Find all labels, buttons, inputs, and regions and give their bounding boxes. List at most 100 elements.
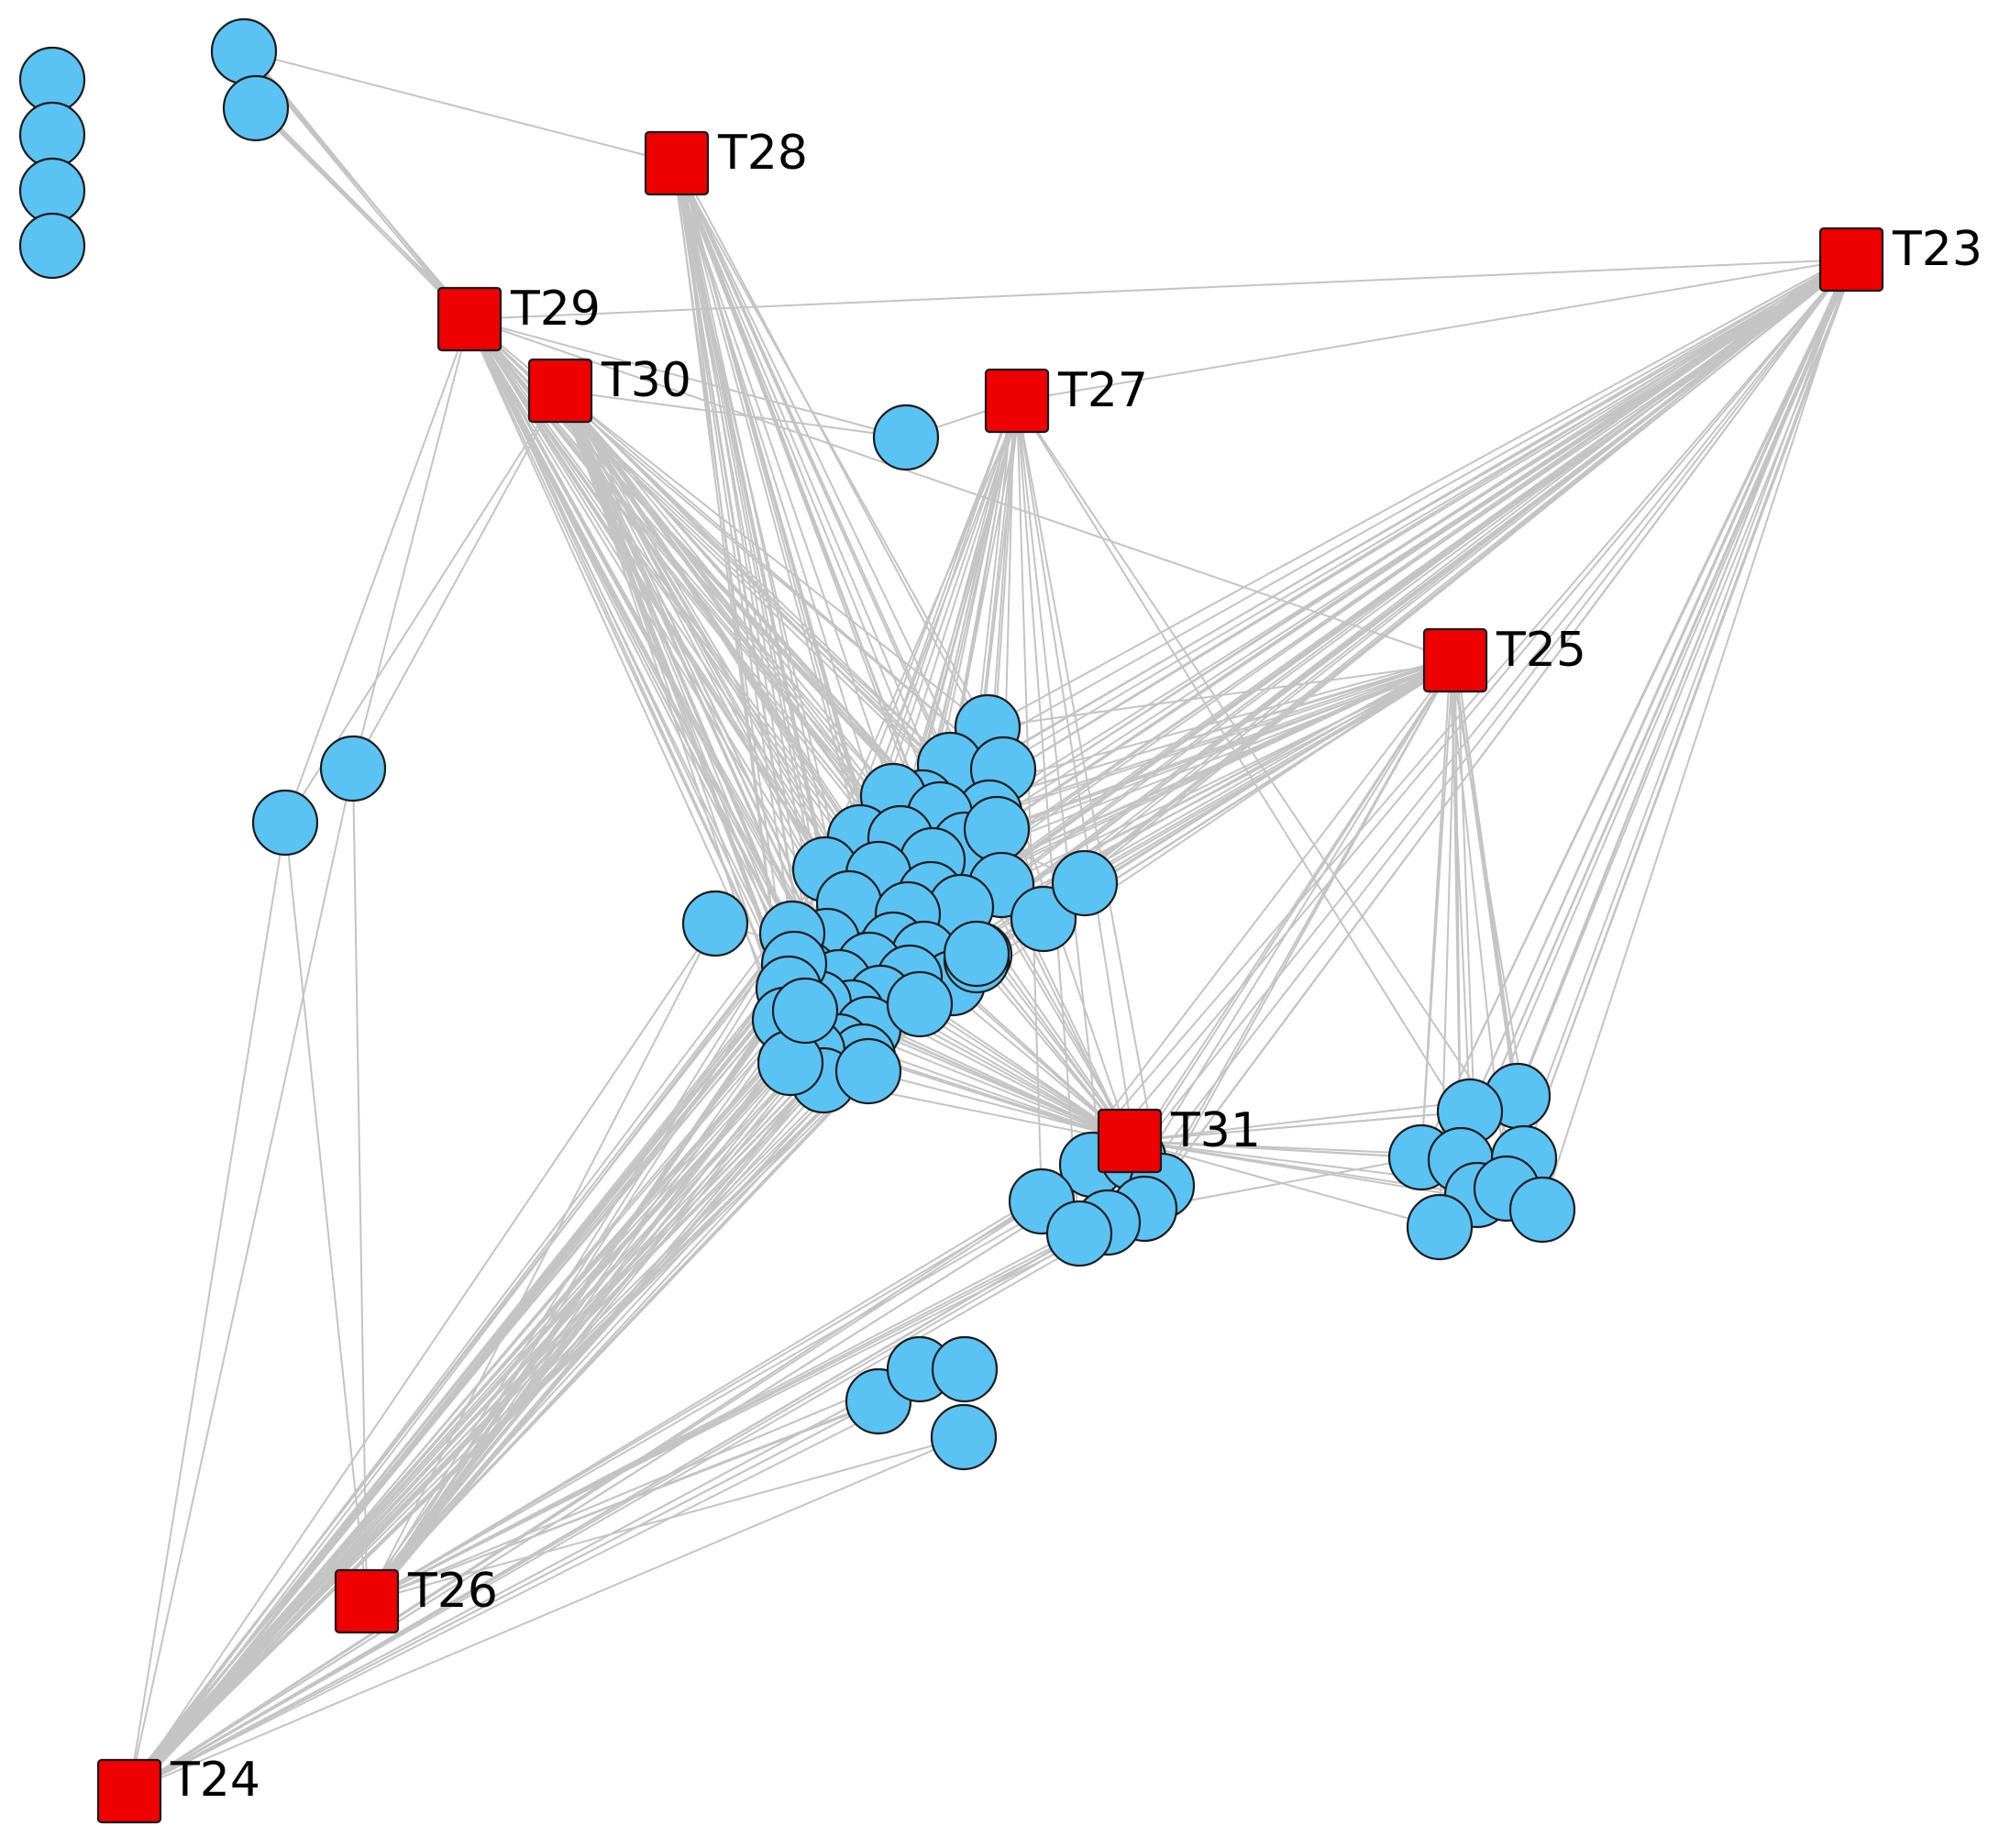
edge <box>128 1157 1134 1792</box>
topic-node-T26[interactable]: T26 <box>334 1564 498 1634</box>
edge <box>128 1400 879 1792</box>
edge <box>557 388 820 1004</box>
edge <box>1041 259 1852 1202</box>
edge <box>988 658 1454 813</box>
topic-node-T30[interactable]: T30 <box>527 353 691 424</box>
edge <box>561 391 1004 770</box>
edge <box>469 318 795 965</box>
isolated-node[interactable] <box>18 212 86 280</box>
edge <box>366 1157 1134 1602</box>
cluster-node[interactable] <box>1045 1200 1113 1267</box>
edge <box>1091 259 1852 1166</box>
edge <box>561 391 861 838</box>
edge <box>128 1436 965 1792</box>
edge <box>469 259 1852 320</box>
cluster-node[interactable] <box>834 1037 902 1105</box>
topic-node-label: T27 <box>1057 363 1148 418</box>
edge <box>949 257 1850 766</box>
edge <box>557 388 806 1012</box>
edge <box>125 933 793 1790</box>
edge <box>922 257 1850 803</box>
edge <box>362 973 808 1600</box>
cluster-node[interactable] <box>1406 1193 1474 1261</box>
topic-node-label: T25 <box>1496 623 1586 678</box>
cluster-node[interactable] <box>943 920 1011 988</box>
edge <box>892 401 1020 797</box>
edge <box>1541 263 1851 1211</box>
edge <box>128 1208 1145 1792</box>
edge <box>1016 400 1043 1202</box>
edge <box>128 822 286 1792</box>
edge <box>128 768 354 1792</box>
edge <box>987 256 1849 728</box>
edge <box>563 393 791 1064</box>
topic-node-T27[interactable]: T27 <box>984 363 1148 434</box>
edge <box>366 1436 965 1602</box>
topic-nodes-layer: T23 T24 T25 T26 T27 T28 T29 T30 <box>96 126 1982 1824</box>
edge <box>867 1070 1127 1140</box>
edge <box>369 1019 786 1604</box>
topic-node-label: T31 <box>1170 1103 1261 1158</box>
edge <box>1016 400 1525 1159</box>
edge <box>366 1164 1093 1602</box>
edge <box>679 164 1004 770</box>
edge <box>366 1368 921 1602</box>
cluster-node[interactable] <box>930 1403 998 1471</box>
edge <box>243 50 678 164</box>
edge <box>1449 669 1471 1112</box>
edge <box>558 389 923 803</box>
topic-node-T31[interactable]: T31 <box>1097 1103 1261 1174</box>
topic-node-label: T23 <box>1892 222 1982 277</box>
edge <box>557 388 879 875</box>
edge <box>1016 400 1508 1190</box>
cluster-node[interactable] <box>931 1335 999 1403</box>
topic-node-label: T28 <box>717 126 808 181</box>
member-node[interactable] <box>222 74 290 142</box>
edge <box>467 317 806 1012</box>
edge <box>996 659 1456 830</box>
edge <box>1469 263 1848 1112</box>
edge <box>674 161 793 935</box>
edge <box>1420 669 1453 1158</box>
edge <box>366 923 716 1602</box>
edge <box>560 391 828 942</box>
topic-node-T25[interactable]: T25 <box>1422 623 1586 693</box>
topic-node-label: T26 <box>407 1564 498 1619</box>
topic-node-T28[interactable]: T28 <box>644 126 808 196</box>
cluster-node[interactable] <box>1051 849 1119 917</box>
edge <box>559 390 907 438</box>
topic-node-label: T24 <box>170 1753 260 1808</box>
edge <box>352 768 368 1602</box>
edge <box>1143 259 1852 1210</box>
edge <box>128 963 795 1792</box>
edge <box>1107 659 1456 1223</box>
member-node[interactable] <box>319 735 387 802</box>
edge <box>1460 263 1851 1161</box>
edge <box>469 318 1456 661</box>
edge <box>1517 263 1855 1097</box>
member-node[interactable] <box>681 890 749 957</box>
cluster-node[interactable] <box>886 970 954 1038</box>
edge <box>469 318 907 438</box>
cluster-node[interactable] <box>1508 1176 1576 1244</box>
topic-node-T29[interactable]: T29 <box>436 282 601 352</box>
edge <box>1132 259 1852 1159</box>
member-node[interactable] <box>872 404 940 471</box>
topic-node-label: T29 <box>510 282 601 337</box>
topic-node-T23[interactable]: T23 <box>1818 222 1982 293</box>
topic-node-label: T30 <box>601 353 691 408</box>
isolated-node[interactable] <box>18 101 86 169</box>
edge <box>996 259 1853 830</box>
cluster-node[interactable] <box>771 977 839 1045</box>
edge <box>255 107 469 320</box>
edge <box>1016 400 1145 1210</box>
edge <box>128 1368 921 1792</box>
member-node[interactable] <box>251 789 319 857</box>
member-nodes-layer <box>18 17 1576 1471</box>
cluster-node[interactable] <box>963 795 1031 863</box>
edge <box>867 1028 1130 1142</box>
member-node[interactable] <box>210 17 278 85</box>
topic-node-T24[interactable]: T24 <box>96 1753 260 1824</box>
edge <box>939 257 1850 815</box>
edge <box>1016 400 1080 1234</box>
